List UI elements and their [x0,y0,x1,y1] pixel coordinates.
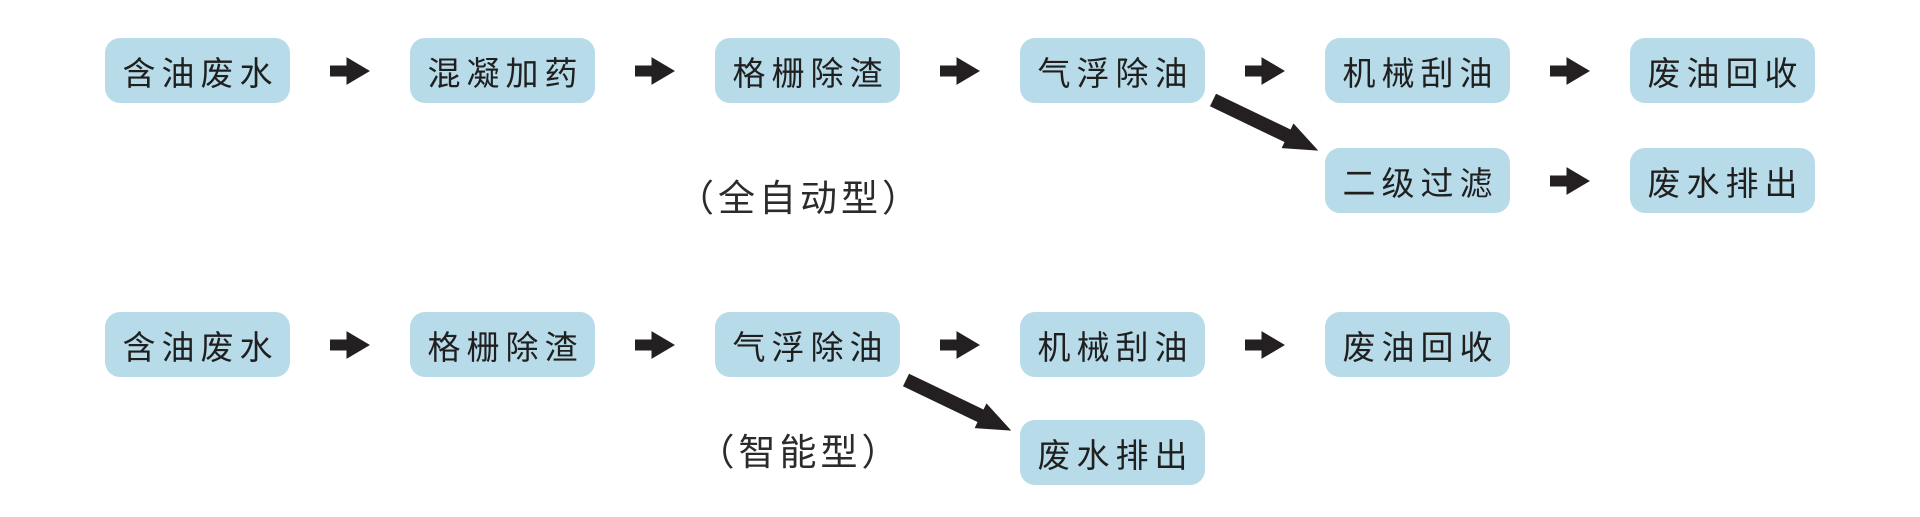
flow1-type-label: （全自动型） [677,177,923,220]
flow2-node-oily-wastewater: 含油废水 [105,312,290,377]
flow1-node-oily-wastewater: 含油废水 [105,38,290,103]
arrow-right-icon [330,331,370,359]
flow2-node-wastewater-discharge: 废水排出 [1020,420,1205,485]
arrow-right-icon [940,57,980,85]
flow1-node-air-flotation: 气浮除油 [1020,38,1205,103]
arrow-right-icon [635,57,675,85]
flow2-node-mechanical-skimming: 机械刮油 [1020,312,1205,377]
arrow-right-icon [1245,331,1285,359]
arrow-right-icon [1245,57,1285,85]
flow2-node-air-flotation: 气浮除油 [715,312,900,377]
flow1-node-screen-deslagging: 格栅除渣 [715,38,900,103]
flow1-node-wastewater-discharge: 废水排出 [1630,148,1815,213]
flow1-node-secondary-filtration: 二级过滤 [1325,148,1510,213]
arrow-down-right-icon [902,373,1012,431]
arrow-down-right-icon [1209,93,1319,151]
flow2-node-screen-deslagging: 格栅除渣 [410,312,595,377]
arrow-right-icon [1550,57,1590,85]
flow1-node-coagulant-dosing: 混凝加药 [410,38,595,103]
arrow-right-icon [940,331,980,359]
arrow-right-icon [1550,167,1590,195]
flow1-node-mechanical-skimming: 机械刮油 [1325,38,1510,103]
arrow-right-icon [330,57,370,85]
flow2-type-label: （智能型） [697,431,903,474]
flow1-node-waste-oil-recovery: 废油回收 [1630,38,1815,103]
flow2-node-waste-oil-recovery: 废油回收 [1325,312,1510,377]
arrow-right-icon [635,331,675,359]
